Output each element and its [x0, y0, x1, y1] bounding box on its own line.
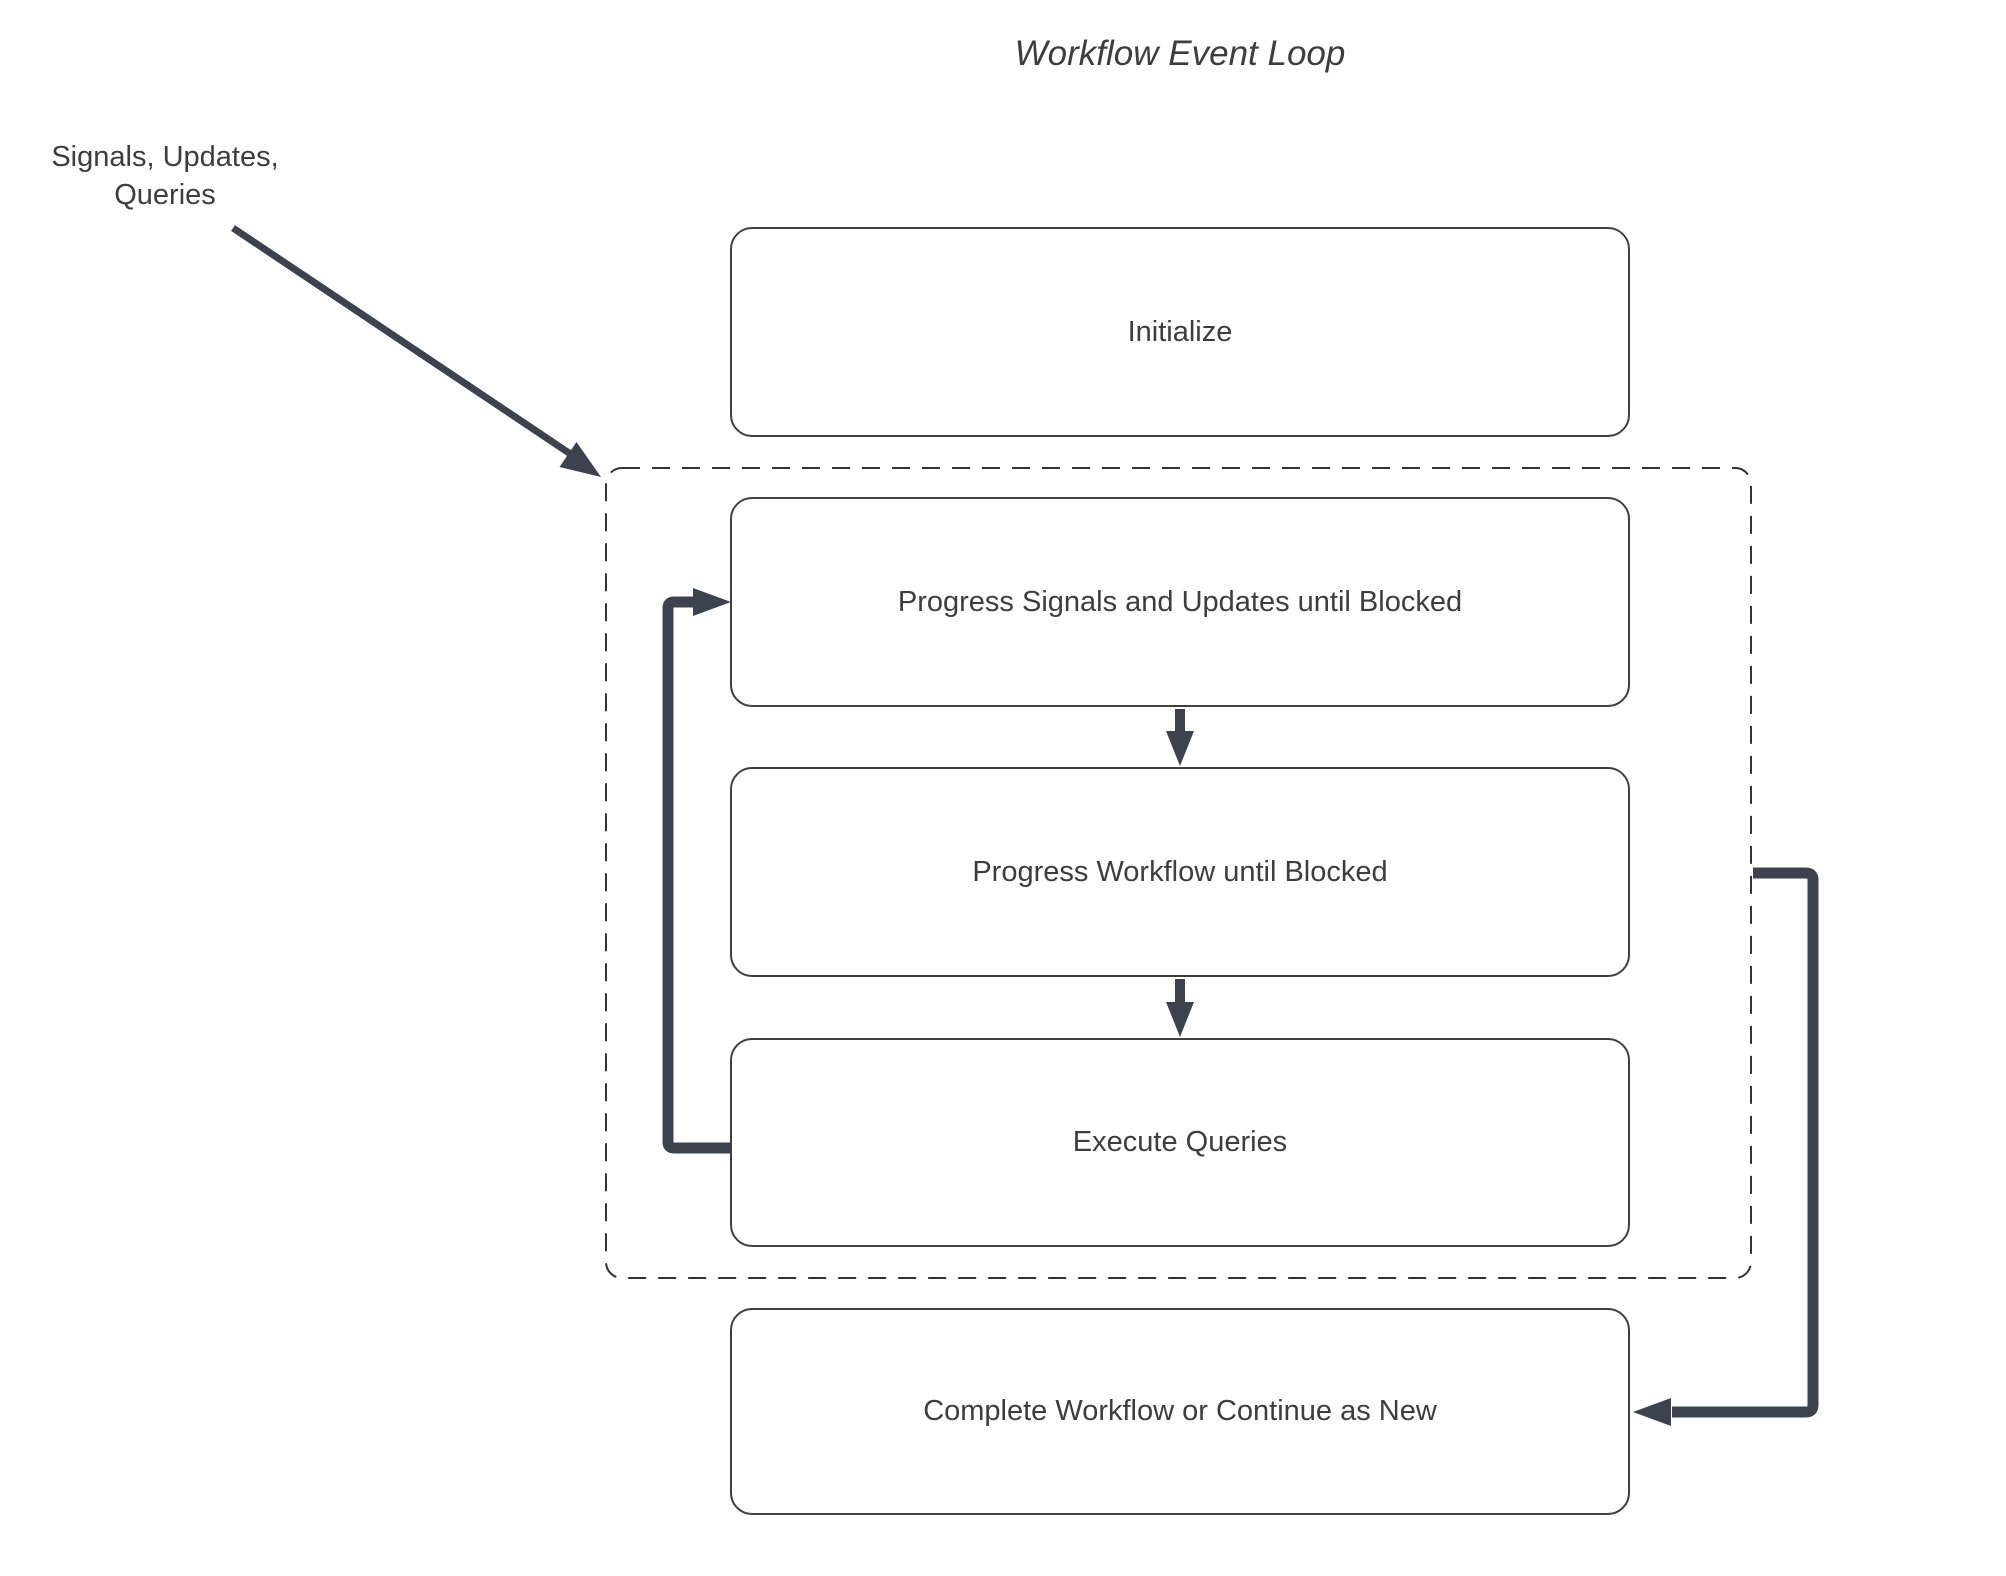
- edge-complete-line: [1672, 867, 1819, 1418]
- node-execute-queries: Execute Queries: [730, 1038, 1630, 1247]
- node-complete-workflow-label: Complete Workflow or Continue as New: [923, 1395, 1437, 1427]
- node-initialize-label: Initialize: [1127, 315, 1233, 348]
- node-complete-workflow: Complete Workflow or Continue as New: [730, 1308, 1630, 1515]
- edge-ps-pw-arrowhead: [1166, 731, 1194, 766]
- event-loop-group-border: [605, 467, 1752, 1279]
- edge-external-input-to-group: [231, 225, 601, 477]
- edge-progress-signals-to-progress-workflow: [1166, 709, 1194, 766]
- edge-pw-eq-arrowhead: [1166, 1002, 1194, 1037]
- edge-complete-arrowhead: [1633, 1398, 1671, 1426]
- edge-progress-workflow-to-execute-queries: [1166, 979, 1194, 1037]
- edge-execute-queries-to-progress-signals: [662, 588, 733, 1154]
- node-execute-queries-label: Execute Queries: [1072, 1126, 1288, 1158]
- node-progress-workflow-label: Progress Workflow until Blocked: [972, 855, 1388, 888]
- edge-external-input-line: [231, 225, 574, 458]
- edge-external-input-arrowhead: [559, 442, 601, 477]
- external-input-label: Signals, Updates, Queries: [51, 141, 279, 211]
- node-initialize: Initialize: [730, 227, 1630, 437]
- edge-loop-back-arrowhead: [693, 588, 731, 616]
- node-progress-workflow: Progress Workflow until Blocked: [730, 767, 1630, 977]
- edge-loop-back-line: [662, 596, 733, 1154]
- diagram-title: Workflow Event Loop: [1014, 34, 1346, 73]
- node-progress-signals-label: Progress Signals and Updates until Block…: [897, 585, 1463, 618]
- node-progress-signals: Progress Signals and Updates until Block…: [730, 497, 1630, 707]
- edge-group-to-complete-workflow: [1633, 867, 1819, 1426]
